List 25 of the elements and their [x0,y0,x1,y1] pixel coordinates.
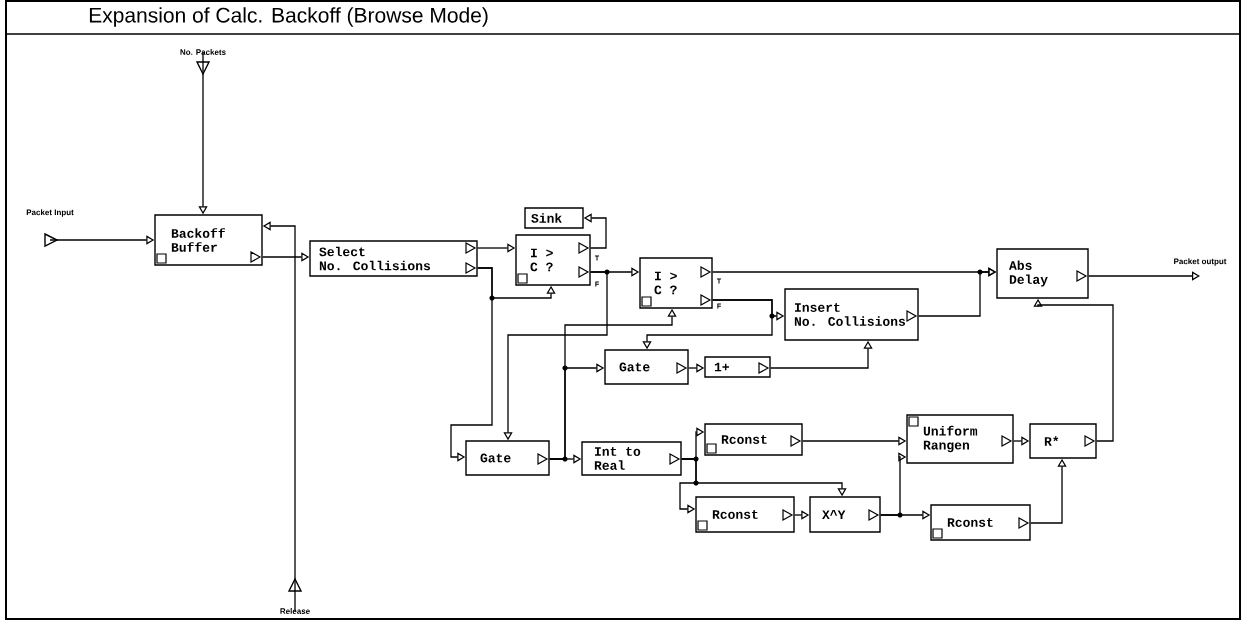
block-box: Rconst [695,496,795,533]
block-box: X^Y [809,496,881,533]
block-box: Uniform Rangen [906,414,1014,464]
block-box: Sink [524,207,584,229]
terminal: Packet Input [26,209,74,248]
block-box: Abs Delay [996,248,1089,299]
block-box: Backoff Buffer [154,214,263,266]
block-box: Insert No. Collisions [784,288,919,341]
terminal: Packet output [1174,258,1227,266]
block-box: Select No. Collisions [309,240,478,277]
block-box: Gate [465,440,550,476]
node-label: Release [280,608,310,614]
block-box: Gate [604,349,689,385]
block-box: R* [1029,423,1097,459]
block-box: I > C ? [515,234,591,286]
block-box: Int to Real [581,441,682,476]
node-label: Packet Input [26,209,74,217]
connector [450,267,493,462]
connector [1088,271,1200,281]
block-box: 1+ [704,356,771,378]
node-label: No. Packets [180,49,226,55]
title: Expansion of Calc. Backoff (Browse Mode) [89,7,488,27]
block-box: Rconst [704,423,803,456]
block-box: Rconst [930,504,1031,541]
block-box: I > C ? [639,257,713,309]
